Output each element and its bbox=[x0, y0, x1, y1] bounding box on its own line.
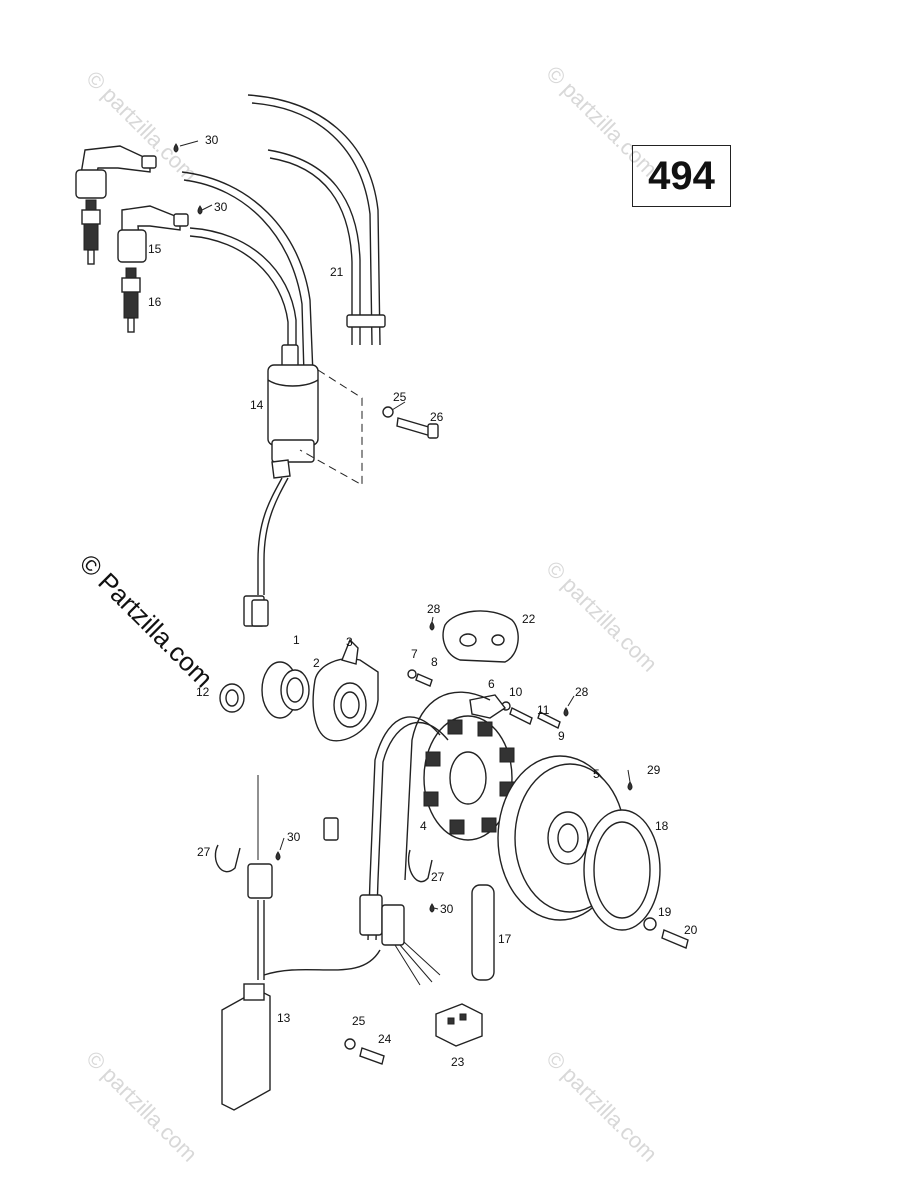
wire-clip bbox=[346, 314, 386, 328]
cover-22 bbox=[442, 610, 519, 663]
bolt-24 bbox=[359, 1047, 385, 1065]
cable-clamp-27-right bbox=[407, 849, 433, 883]
drop-icon bbox=[197, 205, 203, 215]
callout-9: 9 bbox=[558, 729, 565, 743]
callout-3: 3 bbox=[346, 635, 353, 649]
callout-6: 6 bbox=[488, 677, 495, 691]
washer-19 bbox=[643, 917, 657, 931]
callout-23: 23 bbox=[451, 1055, 465, 1069]
callout-30: 30 bbox=[440, 902, 454, 916]
callout-18: 18 bbox=[655, 819, 669, 833]
callout-5: 5 bbox=[593, 767, 600, 781]
callout-13: 13 bbox=[277, 1011, 291, 1025]
callout-17: 17 bbox=[498, 932, 512, 946]
callout-21: 21 bbox=[330, 265, 344, 279]
bolt-20 bbox=[661, 929, 689, 949]
callout-4: 4 bbox=[420, 819, 427, 833]
spark-plug-cap-upper bbox=[75, 145, 157, 199]
spark-plug-upper bbox=[81, 199, 101, 265]
cdi-module-13 bbox=[221, 775, 381, 1111]
ignition-coil bbox=[243, 344, 319, 627]
callout-28: 28 bbox=[575, 685, 589, 699]
seal-12 bbox=[219, 683, 245, 713]
washer-25-upper bbox=[382, 406, 394, 418]
watermark-mid-right: © partzilla.com bbox=[541, 556, 662, 677]
sleeve-17 bbox=[471, 884, 495, 981]
callout-7: 7 bbox=[411, 647, 418, 661]
connector-housing-23 bbox=[435, 1003, 483, 1047]
bolt-26 bbox=[396, 417, 439, 439]
drop-icon bbox=[275, 851, 281, 861]
page-number: 494 bbox=[648, 153, 715, 198]
washer-25-lower bbox=[344, 1038, 356, 1050]
lubricant-drop-icons bbox=[173, 143, 633, 913]
callout-labels: 30 30 15 16 21 14 25 26 28 22 1 3 2 7 8 … bbox=[148, 133, 698, 1069]
bolt-8 bbox=[407, 669, 433, 687]
watermark-main: © Partzilla.com bbox=[74, 548, 219, 693]
callout-8: 8 bbox=[431, 655, 438, 669]
stator-4 bbox=[423, 715, 515, 841]
callout-1: 1 bbox=[293, 633, 300, 647]
callout-14: 14 bbox=[250, 398, 264, 412]
seal-2 bbox=[280, 669, 310, 711]
callout-26: 26 bbox=[430, 410, 444, 424]
leader-lines bbox=[179, 140, 631, 910]
callout-30: 30 bbox=[205, 133, 219, 147]
connector-small bbox=[323, 817, 339, 841]
callout-12: 12 bbox=[196, 685, 210, 699]
spark-plug-cap-lower bbox=[117, 205, 189, 263]
callout-11: 11 bbox=[537, 703, 550, 717]
callout-27: 27 bbox=[197, 845, 211, 859]
callout-19: 19 bbox=[658, 905, 672, 919]
drop-icon bbox=[563, 707, 569, 717]
callout-15: 15 bbox=[148, 242, 162, 256]
ring-gear-18 bbox=[583, 809, 661, 931]
callout-30: 30 bbox=[287, 830, 301, 844]
bolt-9 bbox=[537, 711, 561, 729]
ignition-wires bbox=[181, 94, 386, 376]
drop-icon bbox=[429, 621, 435, 631]
callout-25: 25 bbox=[352, 1014, 366, 1028]
callout-22: 22 bbox=[522, 612, 536, 626]
callout-2: 2 bbox=[313, 656, 320, 670]
housing-3 bbox=[312, 638, 379, 742]
watermark-bottom-left: © partzilla.com bbox=[81, 1046, 202, 1167]
drop-icon bbox=[173, 143, 179, 153]
callout-28: 28 bbox=[427, 602, 441, 616]
drop-icon bbox=[429, 903, 435, 913]
callout-24: 24 bbox=[378, 1032, 392, 1046]
page-number-box: 494 bbox=[632, 145, 731, 207]
watermark-bottom-right: © partzilla.com bbox=[541, 1046, 662, 1167]
callout-20: 20 bbox=[684, 923, 698, 937]
callout-29: 29 bbox=[647, 763, 661, 777]
cable-clamp-27-left bbox=[214, 844, 241, 873]
spark-plug-lower bbox=[121, 267, 141, 333]
trigger-coil-6 bbox=[469, 694, 507, 719]
callout-25: 25 bbox=[393, 390, 407, 404]
callout-16: 16 bbox=[148, 295, 162, 309]
drop-icon bbox=[627, 781, 633, 791]
coil-mount-dashed-line bbox=[299, 369, 363, 486]
callout-27: 27 bbox=[431, 870, 445, 884]
bolt-11 bbox=[501, 701, 533, 725]
callout-10: 10 bbox=[509, 685, 523, 699]
callout-30: 30 bbox=[214, 200, 228, 214]
